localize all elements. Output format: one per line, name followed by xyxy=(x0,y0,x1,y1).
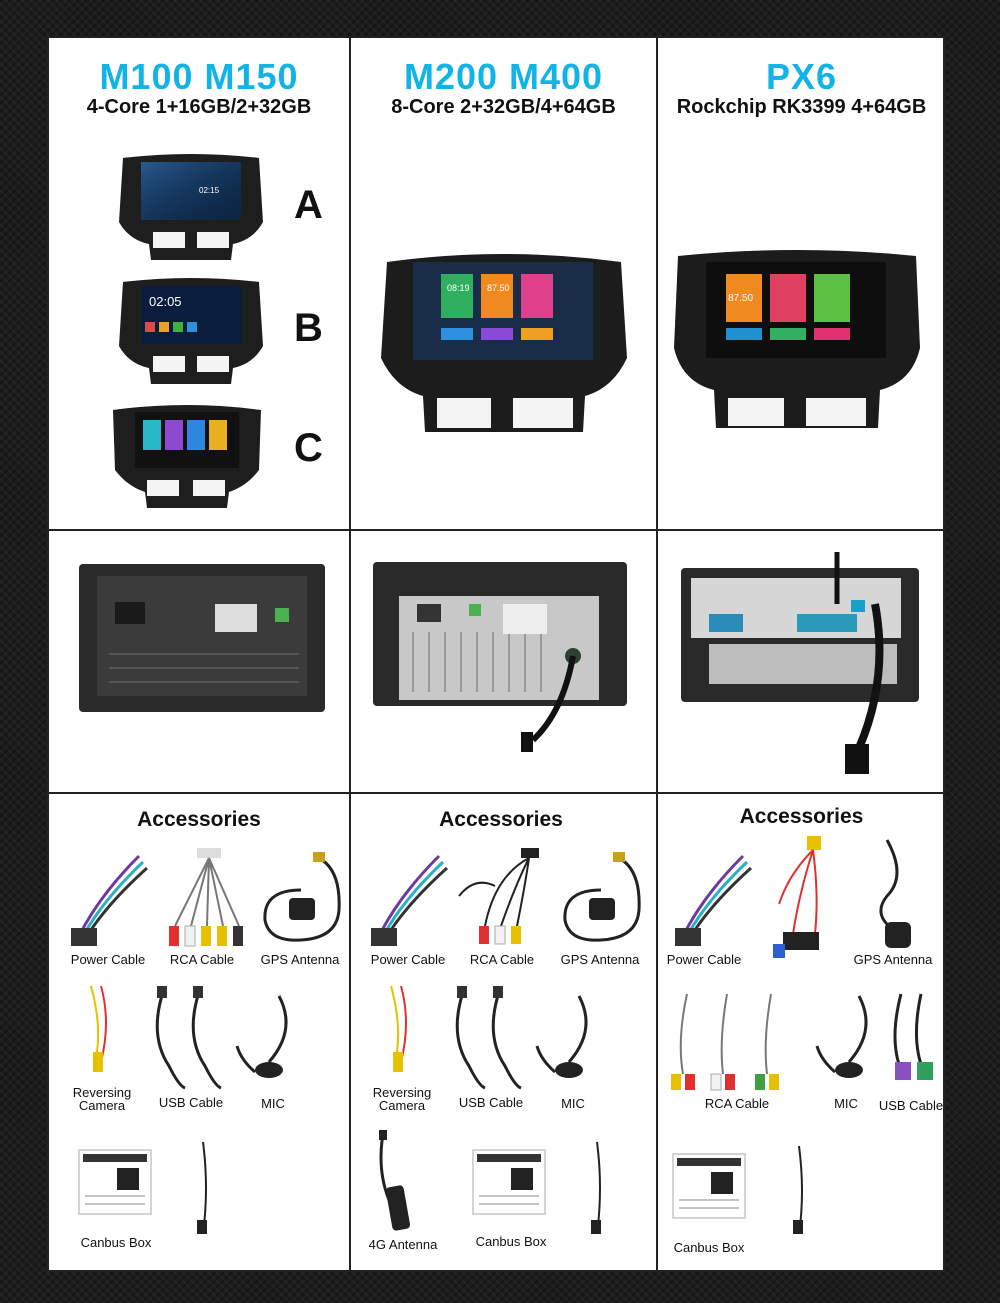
accessory-label: Camera xyxy=(378,1098,426,1113)
accessory-label: Canbus Box xyxy=(475,1234,547,1249)
accessory-label: Canbus Box xyxy=(80,1235,152,1250)
power-cable-image xyxy=(675,854,753,946)
head-unit-a xyxy=(119,154,263,260)
model-title: M100 M150 xyxy=(99,56,299,97)
accessory-label: MIC xyxy=(261,1096,285,1111)
accessory-label: Reversing xyxy=(372,1085,432,1100)
head-unit-b xyxy=(119,278,263,384)
usb-cable-image xyxy=(893,993,933,1080)
canbus-box-image xyxy=(78,1149,152,1215)
model-cell-3: PX6 Rockchip RK3399 4+64GB 87.50 xyxy=(658,38,945,529)
accessory-label: Power Cable xyxy=(370,952,446,967)
model-title: M200 M400 xyxy=(403,56,604,97)
accessory-label: Canbus Box xyxy=(673,1240,745,1255)
screen-radio: 87.50 xyxy=(728,293,754,304)
power-cable-image xyxy=(371,854,449,946)
accessory-label: GPS Antenna xyxy=(560,952,640,967)
head-unit-m200 xyxy=(381,254,627,432)
variant-label-c: C xyxy=(294,426,323,470)
screen-time: 08:19 xyxy=(447,283,470,293)
accessory-label: Camera xyxy=(78,1098,126,1113)
accessories-title: Accessories xyxy=(739,805,864,828)
model-cell-2: M200 M400 8-Core 2+32GB/4+64GB 08:19 87.… xyxy=(351,38,656,529)
variant-label-a: A xyxy=(294,183,323,227)
mic-image xyxy=(235,995,288,1078)
usb-cable-image xyxy=(155,986,222,1090)
accessory-label: MIC xyxy=(561,1096,585,1111)
accessory-label: GPS Antenna xyxy=(853,952,933,967)
model-spec: 4-Core 1+16GB/2+32GB xyxy=(86,96,312,118)
rca-cable-image xyxy=(671,993,779,1091)
divider xyxy=(49,529,943,531)
accessories-title: Accessories xyxy=(439,808,563,831)
rear-panel-3 xyxy=(681,552,919,774)
accessory-label: USB Cable xyxy=(878,1098,944,1113)
power-cable-image xyxy=(71,854,149,946)
accessory-label: Power Cable xyxy=(70,952,146,967)
accessories-title: Accessories xyxy=(137,808,261,831)
reversing-camera-image xyxy=(90,985,107,1072)
screen-time: 02:15 xyxy=(199,186,220,195)
accessory-label: Power Cable xyxy=(666,952,742,967)
divider xyxy=(349,38,351,1270)
canbus-cable-image xyxy=(793,1145,803,1235)
mic-image xyxy=(535,995,588,1078)
gps-antenna-image xyxy=(879,839,911,948)
model-title: PX6 xyxy=(765,56,838,97)
4g-antenna-image xyxy=(379,1130,411,1231)
accessory-label: GPS Antenna xyxy=(260,952,340,967)
model-spec: Rockchip RK3399 4+64GB xyxy=(676,96,927,118)
head-unit-px6 xyxy=(674,250,920,428)
accessory-label: RCA Cable xyxy=(469,952,535,967)
canbus-cable-image xyxy=(591,1141,601,1235)
rear-panel-1 xyxy=(79,564,325,712)
divider xyxy=(49,792,943,794)
model-spec: 8-Core 2+32GB/4+64GB xyxy=(391,96,616,118)
gps-antenna-image xyxy=(263,852,341,942)
accessory-label: 4G Antenna xyxy=(368,1237,438,1252)
accessory-label: USB Cable xyxy=(458,1095,524,1110)
rear-panel-2 xyxy=(373,562,627,752)
rca-cable-image xyxy=(458,848,539,945)
accessory-label: RCA Cable xyxy=(704,1096,770,1111)
accessory-label: Reversing xyxy=(72,1085,132,1100)
head-unit-c xyxy=(113,405,261,508)
accessory-label: MIC xyxy=(834,1096,858,1111)
model-cell-1: M100 M150 4-Core 1+16GB/2+32GB 02:15 A 0… xyxy=(49,38,349,529)
divider xyxy=(656,38,658,1270)
rca-cable-image xyxy=(169,848,243,947)
product-sheet: M100 M150 4-Core 1+16GB/2+32GB 02:15 A 0… xyxy=(47,36,945,1272)
accessory-label: USB Cable xyxy=(158,1095,224,1110)
canbus-box-image xyxy=(472,1149,546,1215)
screen-radio: 87.50 xyxy=(487,283,510,293)
canbus-cable-image xyxy=(197,1141,207,1235)
accessory-label: RCA Cable xyxy=(169,952,235,967)
screen-time: 02:05 xyxy=(149,294,182,309)
reversing-camera-image xyxy=(390,985,407,1072)
canbus-box-image xyxy=(672,1153,746,1219)
mic-image xyxy=(815,995,868,1078)
harness-image xyxy=(773,836,821,958)
variant-label-b: B xyxy=(294,306,323,350)
usb-cable-image xyxy=(455,986,522,1090)
gps-antenna-image xyxy=(563,852,641,942)
